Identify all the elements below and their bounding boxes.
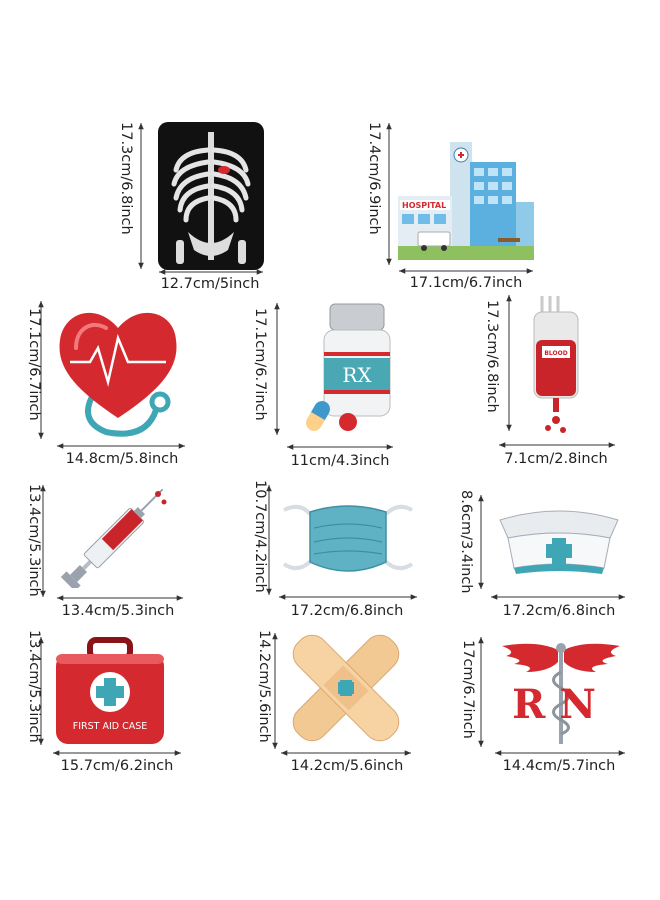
blood-bag-width-arrow [499, 442, 615, 448]
nurse-cap-height-label: 8.6cm/3.4inch [458, 490, 474, 594]
nurse-cap-icon [499, 510, 619, 574]
first-aid-label-text: FIRST AID CASE [73, 721, 148, 732]
xray-width-label: 12.7cm/5inch [160, 276, 260, 292]
heart-stethoscope-icon [59, 312, 177, 437]
bandage-width-label: 14.2cm/5.6inch [290, 758, 404, 774]
first-aid-kit-icon: FIRST AID CASE [56, 637, 164, 744]
syringe-icon [60, 488, 167, 588]
nurse-cap-width-arrow [491, 594, 625, 600]
first-aid-width-label: 15.7cm/6.2inch [60, 758, 174, 774]
mask-width-label: 17.2cm/6.8inch [290, 603, 404, 619]
first-aid-height-arrow [38, 637, 44, 745]
nurse-cap-height-arrow [478, 495, 484, 589]
caduceus-icon: RN [502, 643, 620, 744]
rn-width-arrow [495, 750, 625, 756]
mask-height-arrow [266, 485, 272, 595]
hospital-height-label: 17.4cm/6.9inch [366, 122, 382, 235]
nurse-cap-width-label: 17.2cm/6.8inch [502, 603, 616, 619]
pill-bottle-height-arrow [274, 303, 280, 435]
xray-height-label: 17.3cm/6.8inch [118, 122, 134, 235]
rn-height-label: 17cm/6.7inch [460, 640, 476, 739]
first-aid-height-label: 13.4cm/5.3inch [26, 630, 42, 743]
bandage-height-arrow [272, 633, 278, 749]
rn-label-text: RN [512, 681, 610, 728]
heart-height-arrow [38, 301, 44, 439]
blood-bag-height-label: 17.3cm/6.8inch [484, 300, 500, 413]
pill-bottle-icon: RX [306, 303, 391, 431]
blood-bag-width-label: 7.1cm/2.8inch [504, 451, 608, 467]
bandage-cross-icon [292, 634, 400, 742]
hospital-height-arrow [386, 123, 392, 265]
bandage-width-arrow [281, 750, 411, 756]
heart-width-label: 14.8cm/5.8inch [65, 451, 179, 467]
pill-bottle-height-label: 17.1cm/6.7inch [252, 308, 268, 421]
bandage-height-label: 14.2cm/5.6inch [256, 630, 272, 743]
first-aid-width-arrow [53, 750, 181, 756]
pill-bottle-label-text: RX [342, 363, 372, 387]
heart-height-label: 17.1cm/6.7inch [26, 308, 42, 421]
hospital-width-label: 17.1cm/6.7inch [409, 275, 523, 291]
rn-height-arrow [478, 637, 484, 747]
xray-width-arrow [159, 269, 263, 275]
xray-skeleton-icon [158, 122, 264, 270]
blood-bag-height-arrow [506, 295, 512, 431]
syringe-height-label: 13.4cm/5.3inch [26, 484, 42, 597]
rn-width-label: 14.4cm/5.7inch [502, 758, 616, 774]
syringe-width-arrow [57, 595, 183, 601]
syringe-height-arrow [40, 485, 46, 597]
syringe-width-label: 13.4cm/5.3inch [61, 603, 175, 619]
mask-width-arrow [279, 594, 417, 600]
hospital-width-arrow [399, 268, 533, 274]
hospital-sign-text: HOSPITAL [402, 201, 446, 210]
mask-height-label: 10.7cm/4.2inch [252, 480, 268, 593]
face-mask-icon [282, 504, 414, 572]
xray-height-arrow [138, 123, 144, 269]
heart-width-arrow [57, 443, 185, 449]
blood-bag-icon: BLOOD [533, 296, 579, 433]
hospital-building-icon: HOSPITAL [398, 142, 534, 260]
pill-bottle-width-label: 11cm/4.3inch [290, 453, 390, 469]
pill-bottle-width-arrow [287, 444, 393, 450]
blood-bag-label-text: BLOOD [544, 350, 567, 357]
